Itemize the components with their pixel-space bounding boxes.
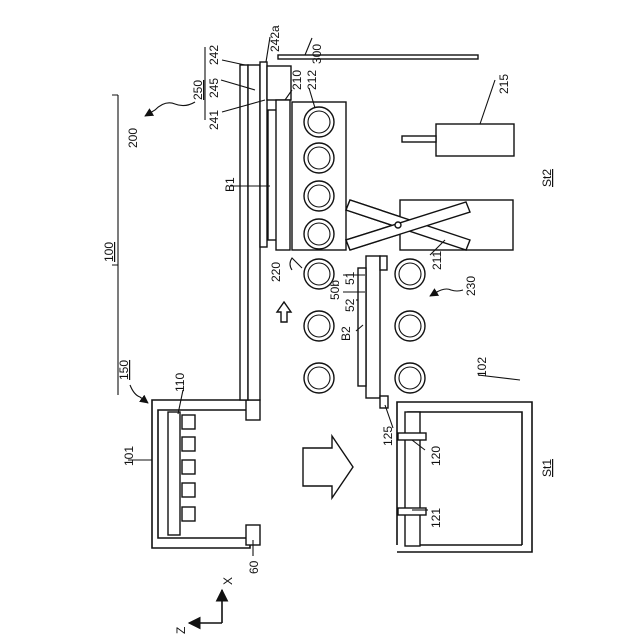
label-242: 242: [207, 45, 221, 65]
carrier-230: [358, 256, 425, 408]
label-242a: 242a: [268, 25, 282, 52]
label-210: 210: [290, 70, 304, 90]
rail-245: [248, 65, 260, 400]
door-block-top: [246, 400, 260, 420]
label-60: 60: [247, 560, 261, 574]
scissor-211: [346, 200, 513, 250]
label-st1: St1: [540, 459, 554, 477]
label-200: 200: [126, 128, 140, 148]
axis-label-z: Z: [174, 627, 188, 634]
direction-arrow-large: [303, 436, 353, 498]
label-121: 121: [429, 508, 443, 528]
label-52: 52: [343, 298, 357, 312]
label-230: 230: [464, 276, 478, 296]
label-b2: B2: [339, 326, 353, 341]
label-120: 120: [429, 446, 443, 466]
rail-242: [240, 65, 248, 400]
axis-indicator: [189, 590, 222, 623]
label-215: 215: [497, 74, 511, 94]
direction-arrow-small: [277, 302, 291, 322]
carrier-frame-51: [366, 256, 380, 398]
label-100: 100: [102, 242, 116, 262]
cassette-110: [168, 412, 195, 535]
label-241: 241: [207, 110, 221, 130]
label-220: 220: [269, 262, 283, 282]
roller-unit-210: [292, 102, 346, 250]
shaft-120: [398, 412, 426, 546]
label-245: 245: [207, 78, 221, 98]
carrier-plate-52: [358, 268, 366, 386]
bar-300: [278, 55, 478, 59]
block-242a: [267, 66, 291, 100]
actuator-215: [402, 124, 514, 156]
part-125: [380, 396, 388, 408]
label-212: 212: [305, 70, 319, 90]
axis-label-x: X: [221, 577, 235, 585]
label-300: 300: [310, 44, 324, 64]
label-101: 101: [122, 446, 136, 466]
transfer-rail-250: [240, 62, 291, 400]
rollers-220: [304, 259, 334, 393]
label-250: 250: [191, 80, 205, 100]
label-st2: St2: [540, 169, 554, 187]
label-50b: 50b: [328, 280, 342, 300]
bracket-100: [112, 95, 118, 265]
label-51: 51: [343, 271, 357, 285]
rail-241: [260, 62, 267, 247]
label-110: 110: [173, 373, 187, 392]
plate-b1: [276, 100, 290, 250]
label-102: 102: [475, 357, 489, 377]
label-211: 211: [430, 251, 444, 270]
label-125: 125: [381, 426, 395, 446]
label-b1: B1: [223, 177, 237, 192]
label-150: 150: [117, 360, 131, 380]
